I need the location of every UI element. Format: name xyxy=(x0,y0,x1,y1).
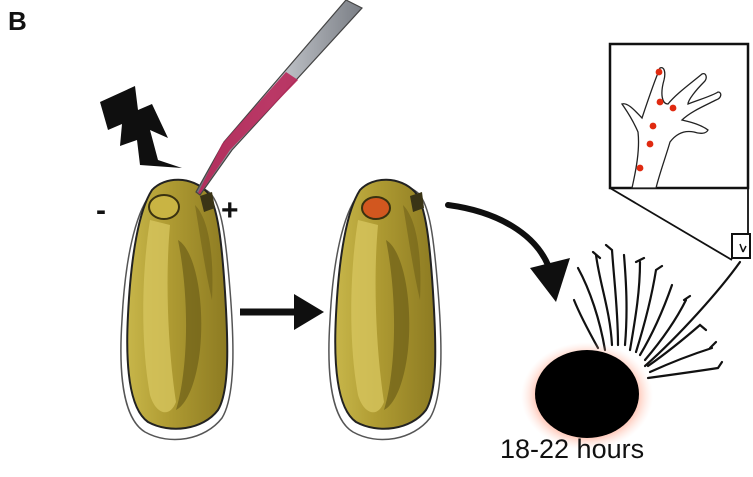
lightning-bolt-icon xyxy=(100,86,182,168)
explant-after-injection xyxy=(329,180,441,440)
cell-body xyxy=(535,350,639,438)
micropipette-icon xyxy=(196,0,362,195)
panel-label: B xyxy=(8,6,27,37)
positive-electrode-sign: + xyxy=(221,196,239,226)
arrow-right-icon xyxy=(240,294,324,330)
culture-duration-label: 18-22 hours xyxy=(500,436,700,463)
explant-before-injection xyxy=(121,180,233,440)
negative-electrode-sign: - xyxy=(96,196,106,226)
curved-arrow-icon xyxy=(448,205,570,302)
zoom-inset xyxy=(610,44,750,260)
